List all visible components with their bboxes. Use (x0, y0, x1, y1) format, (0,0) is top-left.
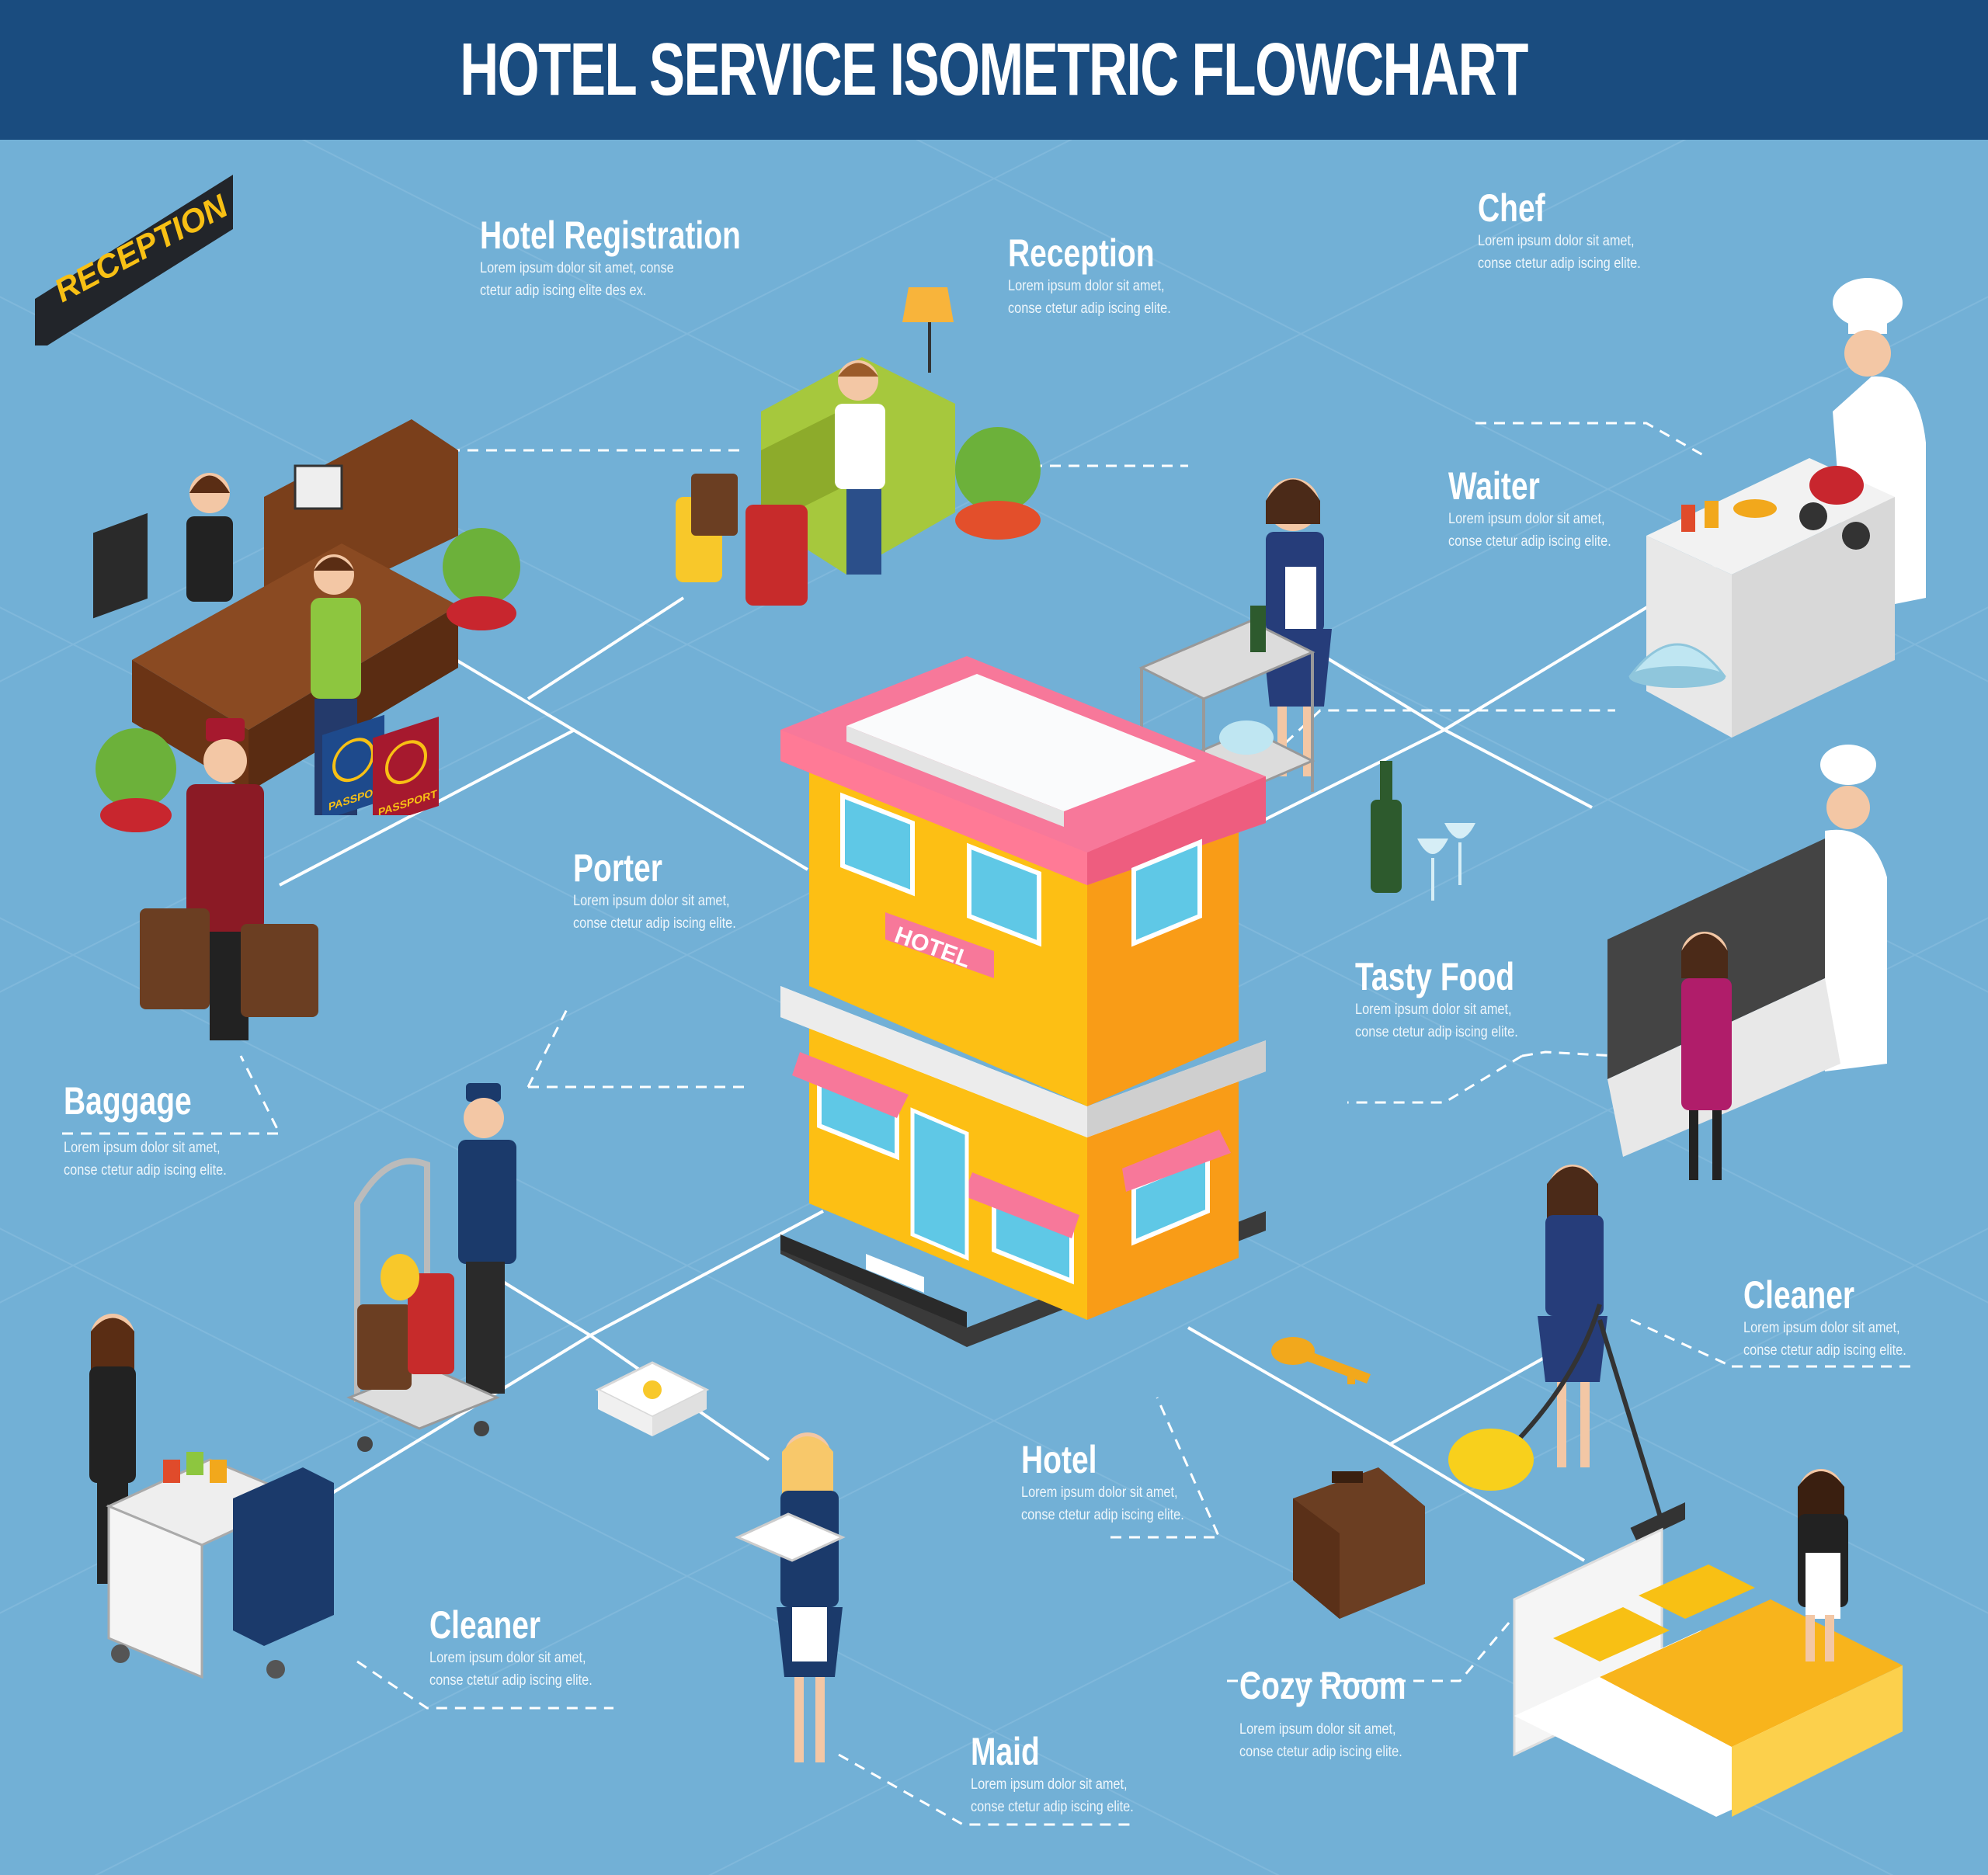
hotel-building-illustration: HOTEL (769, 652, 1281, 1401)
label-baggage: Baggage Lorem ipsum dolor sit amet,conse… (64, 1079, 253, 1182)
label-cleaner-left: Cleaner Lorem ipsum dolor sit amet,conse… (429, 1603, 619, 1692)
page-title: HOTEL SERVICE ISOMETRIC FLOWCHART (460, 28, 1529, 111)
label-cozy-room: Cozy Room Lorem ipsum dolor sit amet,con… (1239, 1664, 1453, 1763)
porter-illustration (342, 1071, 575, 1510)
flowchart-canvas: RECEPTION (0, 140, 1988, 1875)
label-title: Porter (573, 846, 662, 890)
lobby-guest-illustration (660, 280, 1048, 656)
label-title: Hotel Registration (480, 214, 741, 257)
label-title: Hotel (1021, 1438, 1097, 1481)
label-chef: Chef Lorem ipsum dolor sit amet,conse ct… (1478, 186, 1667, 275)
label-description: Lorem ipsum dolor sit amet,conse ctetur … (1239, 1721, 1402, 1760)
label-cleaner-right: Cleaner Lorem ipsum dolor sit amet,conse… (1743, 1273, 1933, 1362)
cozy-room-bed-illustration (1507, 1460, 1910, 1875)
label-title: Tasty Food (1355, 955, 1515, 998)
label-description: Lorem ipsum dolor sit amet,conse ctetur … (1021, 1484, 1184, 1523)
suitcase-illustration (1285, 1467, 1433, 1627)
room-key-illustration (1270, 1328, 1378, 1394)
label-title: Cleaner (429, 1603, 541, 1647)
reception-sign: RECEPTION (31, 175, 241, 353)
label-description: Lorem ipsum dolor sit amet,conse ctetur … (64, 1140, 227, 1179)
baggage-bellboy-illustration (132, 714, 334, 1075)
label-title: Reception (1008, 231, 1155, 275)
label-hotel: Hotel Lorem ipsum dolor sit amet,conse c… (1021, 1438, 1211, 1526)
label-description: Lorem ipsum dolor sit amet,conse ctetur … (429, 1650, 593, 1689)
buffet-illustration (1592, 722, 1918, 1254)
label-description: Lorem ipsum dolor sit amet,conse ctetur … (1355, 1002, 1518, 1040)
label-reception: Reception Lorem ipsum dolor sit amet,con… (1008, 231, 1197, 320)
label-hotel-registration: Hotel Registration Lorem ipsum dolor sit… (480, 214, 815, 302)
label-description: Lorem ipsum dolor sit amet,conse ctetur … (971, 1776, 1134, 1815)
label-title: Maid (971, 1730, 1040, 1773)
cloche-illustration (1623, 621, 1732, 703)
maid-illustration (734, 1421, 874, 1790)
header-banner: HOTEL SERVICE ISOMETRIC FLOWCHART (0, 0, 1988, 140)
cleaner-cart-illustration (78, 1304, 357, 1727)
label-description: Lorem ipsum dolor sit amet,conse ctetur … (1743, 1320, 1906, 1359)
label-title: Cleaner (1743, 1273, 1855, 1317)
label-description: Lorem ipsum dolor sit amet,conse ctetur … (1008, 278, 1171, 317)
label-maid: Maid Lorem ipsum dolor sit amet,conse ct… (971, 1730, 1160, 1818)
label-description: Lorem ipsum dolor sit amet,conse ctetur … (573, 893, 736, 932)
vacuum-cleaner-illustration (1437, 1126, 1694, 1564)
registration-desk-illustration (85, 287, 536, 850)
label-porter: Porter Lorem ipsum dolor sit amet,conse … (573, 846, 763, 935)
label-title: Cozy Room (1239, 1664, 1406, 1707)
label-tasty-food: Tasty Food Lorem ipsum dolor sit amet,co… (1355, 955, 1559, 1043)
label-title: Chef (1478, 186, 1545, 230)
label-title: Waiter (1448, 464, 1540, 508)
towels-illustration (590, 1359, 714, 1448)
label-waiter: Waiter Lorem ipsum dolor sit amet,conse … (1448, 464, 1638, 553)
wine-bottle-illustration (1359, 761, 1475, 920)
label-title: Baggage (64, 1079, 192, 1123)
label-description: Lorem ipsum dolor sit amet,conse ctetur … (1478, 233, 1641, 272)
label-description: Lorem ipsum dolor sit amet,conse ctetur … (1448, 511, 1611, 550)
passports-illustration: PASSPORT PASSPORT (315, 683, 454, 828)
